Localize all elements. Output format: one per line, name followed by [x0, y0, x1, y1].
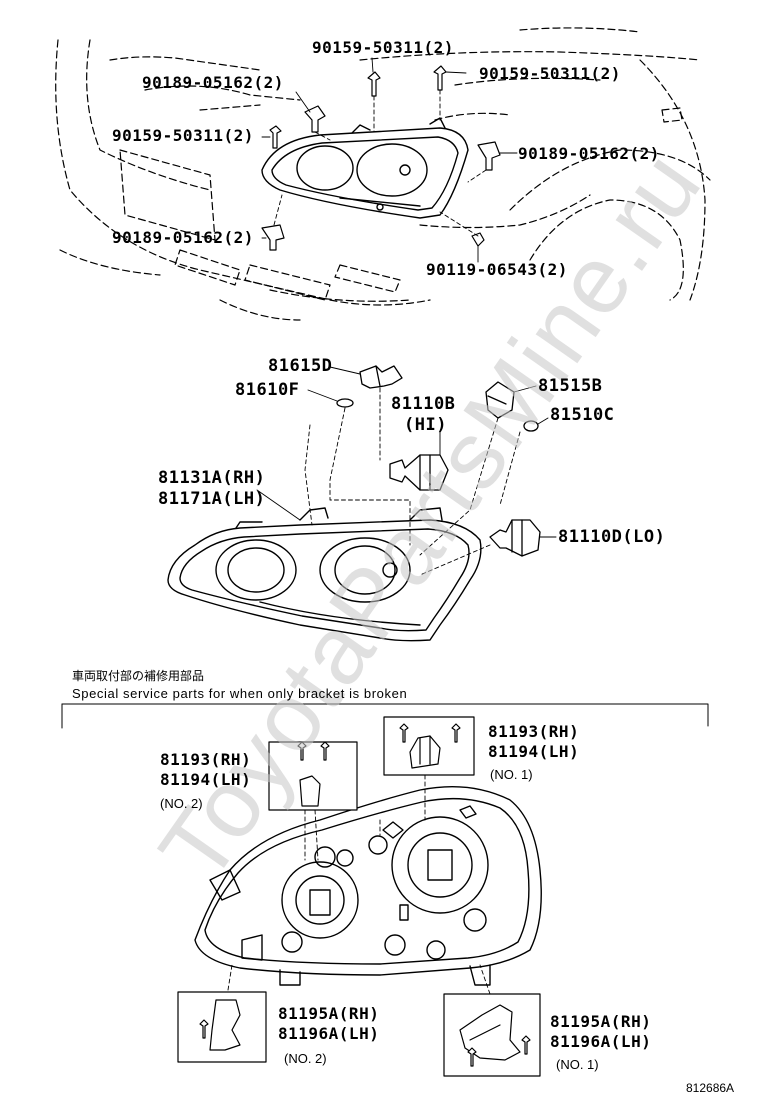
- callout-81193-left: 81193(RH): [160, 750, 252, 769]
- callout-90159-50311-top: 90159-50311(2): [312, 38, 454, 57]
- headlamp-installed: [261, 117, 469, 219]
- callout-81131a-rh: 81131A(RH): [158, 468, 266, 488]
- callout-90159-50311-left: 90159-50311(2): [112, 126, 254, 145]
- bracket-box-no1-top: [383, 716, 475, 776]
- car-body-outline: [55, 27, 711, 321]
- callout-81196a-left: 81196A(LH): [278, 1024, 380, 1043]
- callout-81110b: 81110B: [391, 394, 456, 414]
- callout-81195a-right: 81195A(RH): [550, 1012, 652, 1031]
- bracket-box-no1-bottom: [443, 993, 541, 1077]
- callout-81194-top: 81194(LH): [488, 742, 580, 761]
- headlamp-rear-view: [194, 786, 542, 986]
- callout-90189-05162-right: 90189-05162(2): [518, 144, 660, 163]
- callout-no1-top: (NO. 1): [490, 767, 533, 782]
- section-title-japanese: 車両取付部の補修用部品: [72, 669, 205, 683]
- callout-no1-bottom: (NO. 1): [556, 1057, 599, 1072]
- callout-81510c: 81510C: [550, 405, 615, 425]
- bracket-box-no2-left: [268, 741, 358, 811]
- callout-81193-top: 81193(RH): [488, 722, 580, 741]
- figure-id: 812686A: [686, 1081, 735, 1095]
- fastener-icons-top: [261, 65, 501, 251]
- callout-90119-06543: 90119-06543(2): [426, 260, 568, 279]
- leader-lines-bottom: [227, 774, 491, 995]
- callout-81515b: 81515B: [538, 376, 603, 396]
- bracket-box-no2-bottom: [177, 991, 267, 1063]
- callout-81171a-lh: 81171A(LH): [158, 489, 266, 509]
- callout-no2-bottom: (NO. 2): [284, 1051, 327, 1066]
- section-title-english: Special service parts for when only brac…: [72, 686, 408, 701]
- headlamp-assembly: [167, 507, 482, 642]
- callout-81615d: 81615D: [268, 356, 333, 376]
- callout-81110b-hi: (HI): [404, 415, 447, 435]
- callout-90189-05162-bottom-left: 90189-05162(2): [112, 228, 254, 247]
- callout-81195a-left: 81195A(RH): [278, 1004, 380, 1023]
- leader-lines-top: [261, 57, 518, 263]
- leader-lines-middle: [256, 366, 557, 576]
- callout-81610f: 81610F: [235, 380, 300, 400]
- callout-no2-left: (NO. 2): [160, 796, 203, 811]
- callout-81196a-right: 81196A(LH): [550, 1032, 652, 1051]
- callout-90189-05162-top-left: 90189-05162(2): [142, 73, 284, 92]
- bulbs-and-sockets: [336, 365, 541, 557]
- callout-81194-left: 81194(LH): [160, 770, 252, 789]
- callout-81110d-lo: 81110D(LO): [558, 527, 666, 547]
- callout-90159-50311-right: 90159-50311(2): [479, 64, 621, 83]
